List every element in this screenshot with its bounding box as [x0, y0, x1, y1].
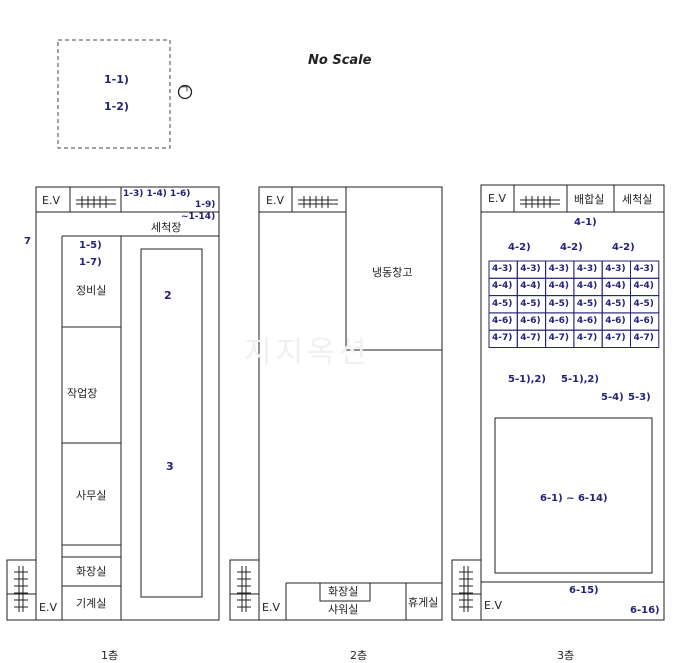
f1-machine-label: 기계실 — [76, 597, 107, 610]
f3-num-51b: 5-1),2) — [561, 374, 599, 385]
no-scale-label: No Scale — [308, 53, 372, 68]
f3-num-53: 5-3) — [628, 392, 651, 403]
f2-ev-label: E.V — [266, 194, 284, 207]
f1-num-3: 3 — [166, 460, 174, 473]
grid-cell-label: 4-5) — [548, 298, 569, 309]
grid-cell-label: 4-3) — [633, 264, 654, 274]
grid-cell-label: 4-6) — [633, 315, 654, 326]
grid-cell-label: 4-4) — [548, 281, 569, 292]
floor2-outline — [258, 186, 443, 621]
floor1-plan — [6, 186, 220, 621]
floor1-outline — [35, 186, 220, 621]
f3-wash-label: 세척실 — [622, 193, 653, 206]
grid-cell-label: 4-3) — [605, 264, 626, 274]
grid-cell-label: 4-4) — [520, 281, 541, 292]
f1-num-19: 1-9) — [195, 200, 216, 210]
grid-cell-label: 4-6) — [520, 315, 541, 326]
grid-cells — [488, 260, 660, 349]
f2-rest-label: 휴게실 — [408, 596, 439, 609]
f1-ev-bottom-label: E.V — [39, 601, 57, 614]
floor3-outline — [480, 184, 665, 621]
f1-num-15: 1-5) — [79, 240, 102, 251]
f3-num-41: 4-1) — [574, 217, 597, 228]
f3-num-42b: 4-2) — [560, 242, 583, 253]
grid-cell-label: 4-5) — [605, 298, 626, 309]
grid-cell-label: 4-5) — [520, 298, 541, 309]
f3-num-42c: 4-2) — [612, 242, 635, 253]
f2-ev-bottom-label: E.V — [262, 601, 280, 614]
grid-cell-label: 4-5) — [576, 298, 598, 309]
f3-num-42a: 4-2) — [508, 242, 531, 253]
f1-maint-label: 정비실 — [76, 284, 107, 297]
grid-cell-label: 4-5) — [492, 298, 513, 309]
grid-cell-label: 4-3) — [492, 264, 513, 274]
grid-cell-label: 4-7) — [548, 333, 569, 344]
f1-office-label: 사무실 — [76, 489, 107, 502]
f1-wash-label: 세척장 — [151, 221, 182, 234]
f1-title: 1층 — [101, 649, 119, 662]
f1-num-17: 1-7) — [79, 257, 102, 268]
f3-num-51a: 5-1),2) — [508, 374, 546, 385]
grid-cell-label: 4-6) — [492, 315, 513, 326]
f2-title: 2층 — [350, 649, 368, 662]
f3-num-616: 6-16) — [630, 605, 660, 616]
grid-cell-label: 4-3) — [520, 264, 541, 274]
f3-title: 3층 — [557, 649, 575, 662]
f3-ev-label: E.V — [488, 192, 506, 205]
grid-cell-label: 4-7) — [492, 333, 513, 344]
key-plan-box — [57, 39, 171, 149]
f3-mix-label: 배합실 — [574, 193, 605, 206]
grid-cell-label: 4-3) — [576, 264, 598, 274]
f2-shower-label: 샤워실 — [328, 603, 359, 616]
grid-cell-label: 4-4) — [576, 281, 598, 292]
f1-num-7: 7 — [24, 236, 31, 247]
f3-ev-bottom-label: E.V — [484, 599, 502, 612]
grid-cell-label: 4-3) — [548, 264, 569, 274]
f1-work-label: 작업장 — [67, 387, 98, 400]
f1-ev-label: E.V — [42, 194, 60, 207]
grid-cell-label: 4-6) — [605, 315, 626, 326]
marker-circle — [177, 84, 193, 100]
grid-cell-label: 4-7) — [520, 333, 541, 344]
floor2-plan — [229, 186, 443, 621]
f3-num-615: 6-15) — [569, 585, 599, 596]
f3-num-54: 5-4) — [601, 392, 624, 403]
f1-num-114: ~1-14) — [181, 212, 216, 222]
grid-cell-label: 4-6) — [576, 315, 598, 326]
f2-toilet-label: 화장실 — [328, 585, 359, 598]
f2-cold-label: 냉동창고 — [372, 266, 413, 279]
key-plan-label-2: 1-2) — [104, 100, 129, 113]
key-plan-label-1: 1-1) — [104, 73, 129, 86]
grid-cell-label: 4-7) — [605, 333, 626, 344]
grid-cell-label: 4-4) — [633, 281, 654, 292]
grid-cell-label: 4-4) — [492, 281, 513, 292]
marker-label: ㄱ — [180, 85, 190, 96]
grid-cell-label: 4-6) — [548, 315, 569, 326]
grid-cell-label: 4-4) — [605, 281, 626, 292]
f3-big-label: 6-1) ~ 6-14) — [540, 493, 608, 504]
f1-toilet-label: 화장실 — [76, 565, 107, 578]
floor3-plan — [451, 184, 665, 621]
f1-num-2: 2 — [164, 289, 172, 302]
grid-cell-label: 4-5) — [633, 298, 654, 309]
grid-cell-label: 4-7) — [576, 333, 598, 344]
grid-cell — [630, 329, 660, 349]
watermark: 지지옥션 — [244, 335, 371, 370]
grid-cell-label: 4-7) — [633, 333, 654, 344]
f1-num-top: 1-3) 1-4) 1-6) — [123, 189, 191, 199]
